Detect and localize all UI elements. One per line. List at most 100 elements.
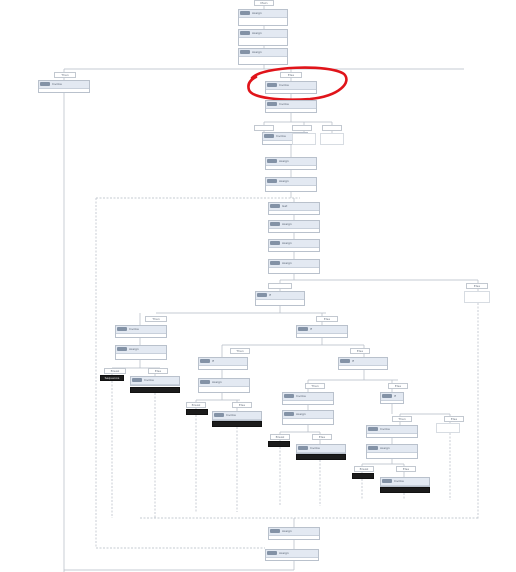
activity-body: [339, 366, 387, 369]
activity-icon: [270, 529, 280, 533]
activity-body: [199, 366, 247, 369]
activity-body: [116, 354, 166, 358]
activity-body: [116, 334, 166, 337]
activity-block[interactable]: Assign: [268, 259, 320, 274]
activity-body: [367, 453, 417, 457]
activity-block[interactable]: If: [198, 357, 248, 370]
activity-block[interactable]: Assign: [265, 157, 317, 170]
activity-block[interactable]: Invoke: [265, 81, 317, 94]
case-label[interactable]: [322, 125, 342, 131]
activity-body: [239, 18, 287, 22]
activity-header: If: [256, 292, 304, 300]
branch-label-else[interactable]: Else: [148, 368, 168, 374]
activity-block[interactable]: Assign: [115, 345, 167, 360]
activity-block[interactable]: Assign: [282, 410, 334, 425]
activity-block[interactable]: Assign: [265, 177, 317, 192]
activity-block[interactable]: Assign: [268, 239, 320, 252]
terminate-block[interactable]: [212, 421, 262, 427]
activity-block[interactable]: Assign: [238, 29, 288, 46]
activity-block[interactable]: Assign: [238, 9, 288, 26]
activity-icon: [257, 293, 267, 297]
branch-label-else[interactable]: Else: [466, 283, 488, 289]
branch-label-then[interactable]: Then: [230, 348, 250, 354]
terminate-block[interactable]: [296, 454, 346, 460]
case-label[interactable]: [268, 283, 292, 289]
workflow-title[interactable]: Main: [254, 0, 274, 6]
activity-header: Assign: [266, 550, 318, 558]
terminate-block[interactable]: Sequence: [100, 375, 124, 381]
activity-block[interactable]: Assign: [238, 48, 288, 65]
branch-label-break[interactable]: Break: [354, 466, 374, 472]
activity-body: [269, 248, 319, 251]
empty-case-box[interactable]: [292, 133, 316, 145]
activity-block[interactable]: If: [296, 325, 348, 338]
activity-body: [269, 211, 319, 214]
activity-block[interactable]: Assign: [366, 444, 418, 459]
terminate-block[interactable]: [268, 441, 290, 447]
empty-branch-box[interactable]: [436, 423, 460, 433]
activity-body: [266, 109, 316, 112]
activity-block[interactable]: Invoke: [282, 392, 334, 405]
activity-block[interactable]: Assign: [198, 378, 250, 393]
activity-block[interactable]: Invoke: [212, 411, 262, 421]
activity-block[interactable]: Invoke: [380, 477, 430, 487]
activity-block[interactable]: Assign: [268, 220, 320, 233]
activity-block[interactable]: Invoke: [265, 100, 317, 113]
activity-block[interactable]: Assign: [265, 549, 319, 561]
branch-label-break[interactable]: Break: [270, 434, 290, 440]
branch-label-else[interactable]: Else: [316, 316, 338, 322]
activity-block[interactable]: If: [380, 392, 404, 404]
activity-header: Invoke: [213, 412, 261, 420]
branch-label-break[interactable]: Break: [104, 368, 126, 374]
empty-branch-box[interactable]: [464, 291, 490, 303]
activity-block[interactable]: Get: [268, 202, 320, 215]
activity-header: If: [381, 393, 403, 401]
activity-block[interactable]: Invoke: [115, 325, 167, 338]
branch-label-then[interactable]: Then: [305, 383, 325, 389]
terminate-block[interactable]: [130, 387, 180, 393]
activity-icon: [200, 359, 210, 363]
activity-body: [269, 229, 319, 232]
terminate-block[interactable]: [352, 473, 374, 479]
branch-label-else[interactable]: Else: [312, 434, 332, 440]
branch-label-else[interactable]: Else: [444, 416, 464, 422]
activity-block[interactable]: If: [255, 291, 305, 306]
branch-label-else[interactable]: Else: [388, 383, 408, 389]
branch-label-else[interactable]: Else: [350, 348, 370, 354]
activity-type: If: [310, 327, 312, 331]
branch-label-then[interactable]: Then: [145, 316, 167, 322]
activity-icon: [298, 446, 308, 450]
activity-body: [283, 419, 333, 423]
empty-case-box[interactable]: [320, 133, 344, 145]
branch-label-break[interactable]: Break: [186, 402, 206, 408]
activity-icon: [214, 413, 224, 417]
activity-icon: [117, 347, 127, 351]
activity-block[interactable]: Invoke: [130, 376, 180, 386]
activity-type: Invoke: [394, 479, 404, 483]
case-label[interactable]: [292, 125, 312, 131]
activity-header: Invoke: [297, 445, 345, 453]
branch-label-else[interactable]: Else: [396, 466, 416, 472]
activity-type: If: [394, 394, 396, 398]
activity-block[interactable]: If: [338, 357, 388, 370]
terminate-block[interactable]: [380, 487, 430, 493]
activity-block[interactable]: Assign: [268, 527, 320, 540]
activity-block[interactable]: Invoke: [366, 425, 418, 438]
branch-label-then[interactable]: Then: [392, 416, 412, 422]
activity-block[interactable]: Invoke: [296, 444, 346, 454]
activity-header: If: [297, 326, 347, 334]
activity-header: Assign: [239, 49, 287, 57]
activity-type: Assign: [252, 50, 262, 54]
activity-icon: [240, 31, 250, 35]
activity-type: Assign: [296, 412, 306, 416]
activity-block[interactable]: Invoke: [38, 80, 90, 93]
case-label[interactable]: [254, 125, 274, 131]
activity-icon: [267, 83, 277, 87]
activity-type: Invoke: [380, 427, 390, 431]
activity-icon: [264, 134, 274, 138]
branch-label-else[interactable]: Else: [280, 72, 302, 78]
branch-label-then[interactable]: Then: [54, 72, 76, 78]
terminate-block[interactable]: [186, 409, 208, 415]
branch-label-else[interactable]: Else: [232, 402, 252, 408]
